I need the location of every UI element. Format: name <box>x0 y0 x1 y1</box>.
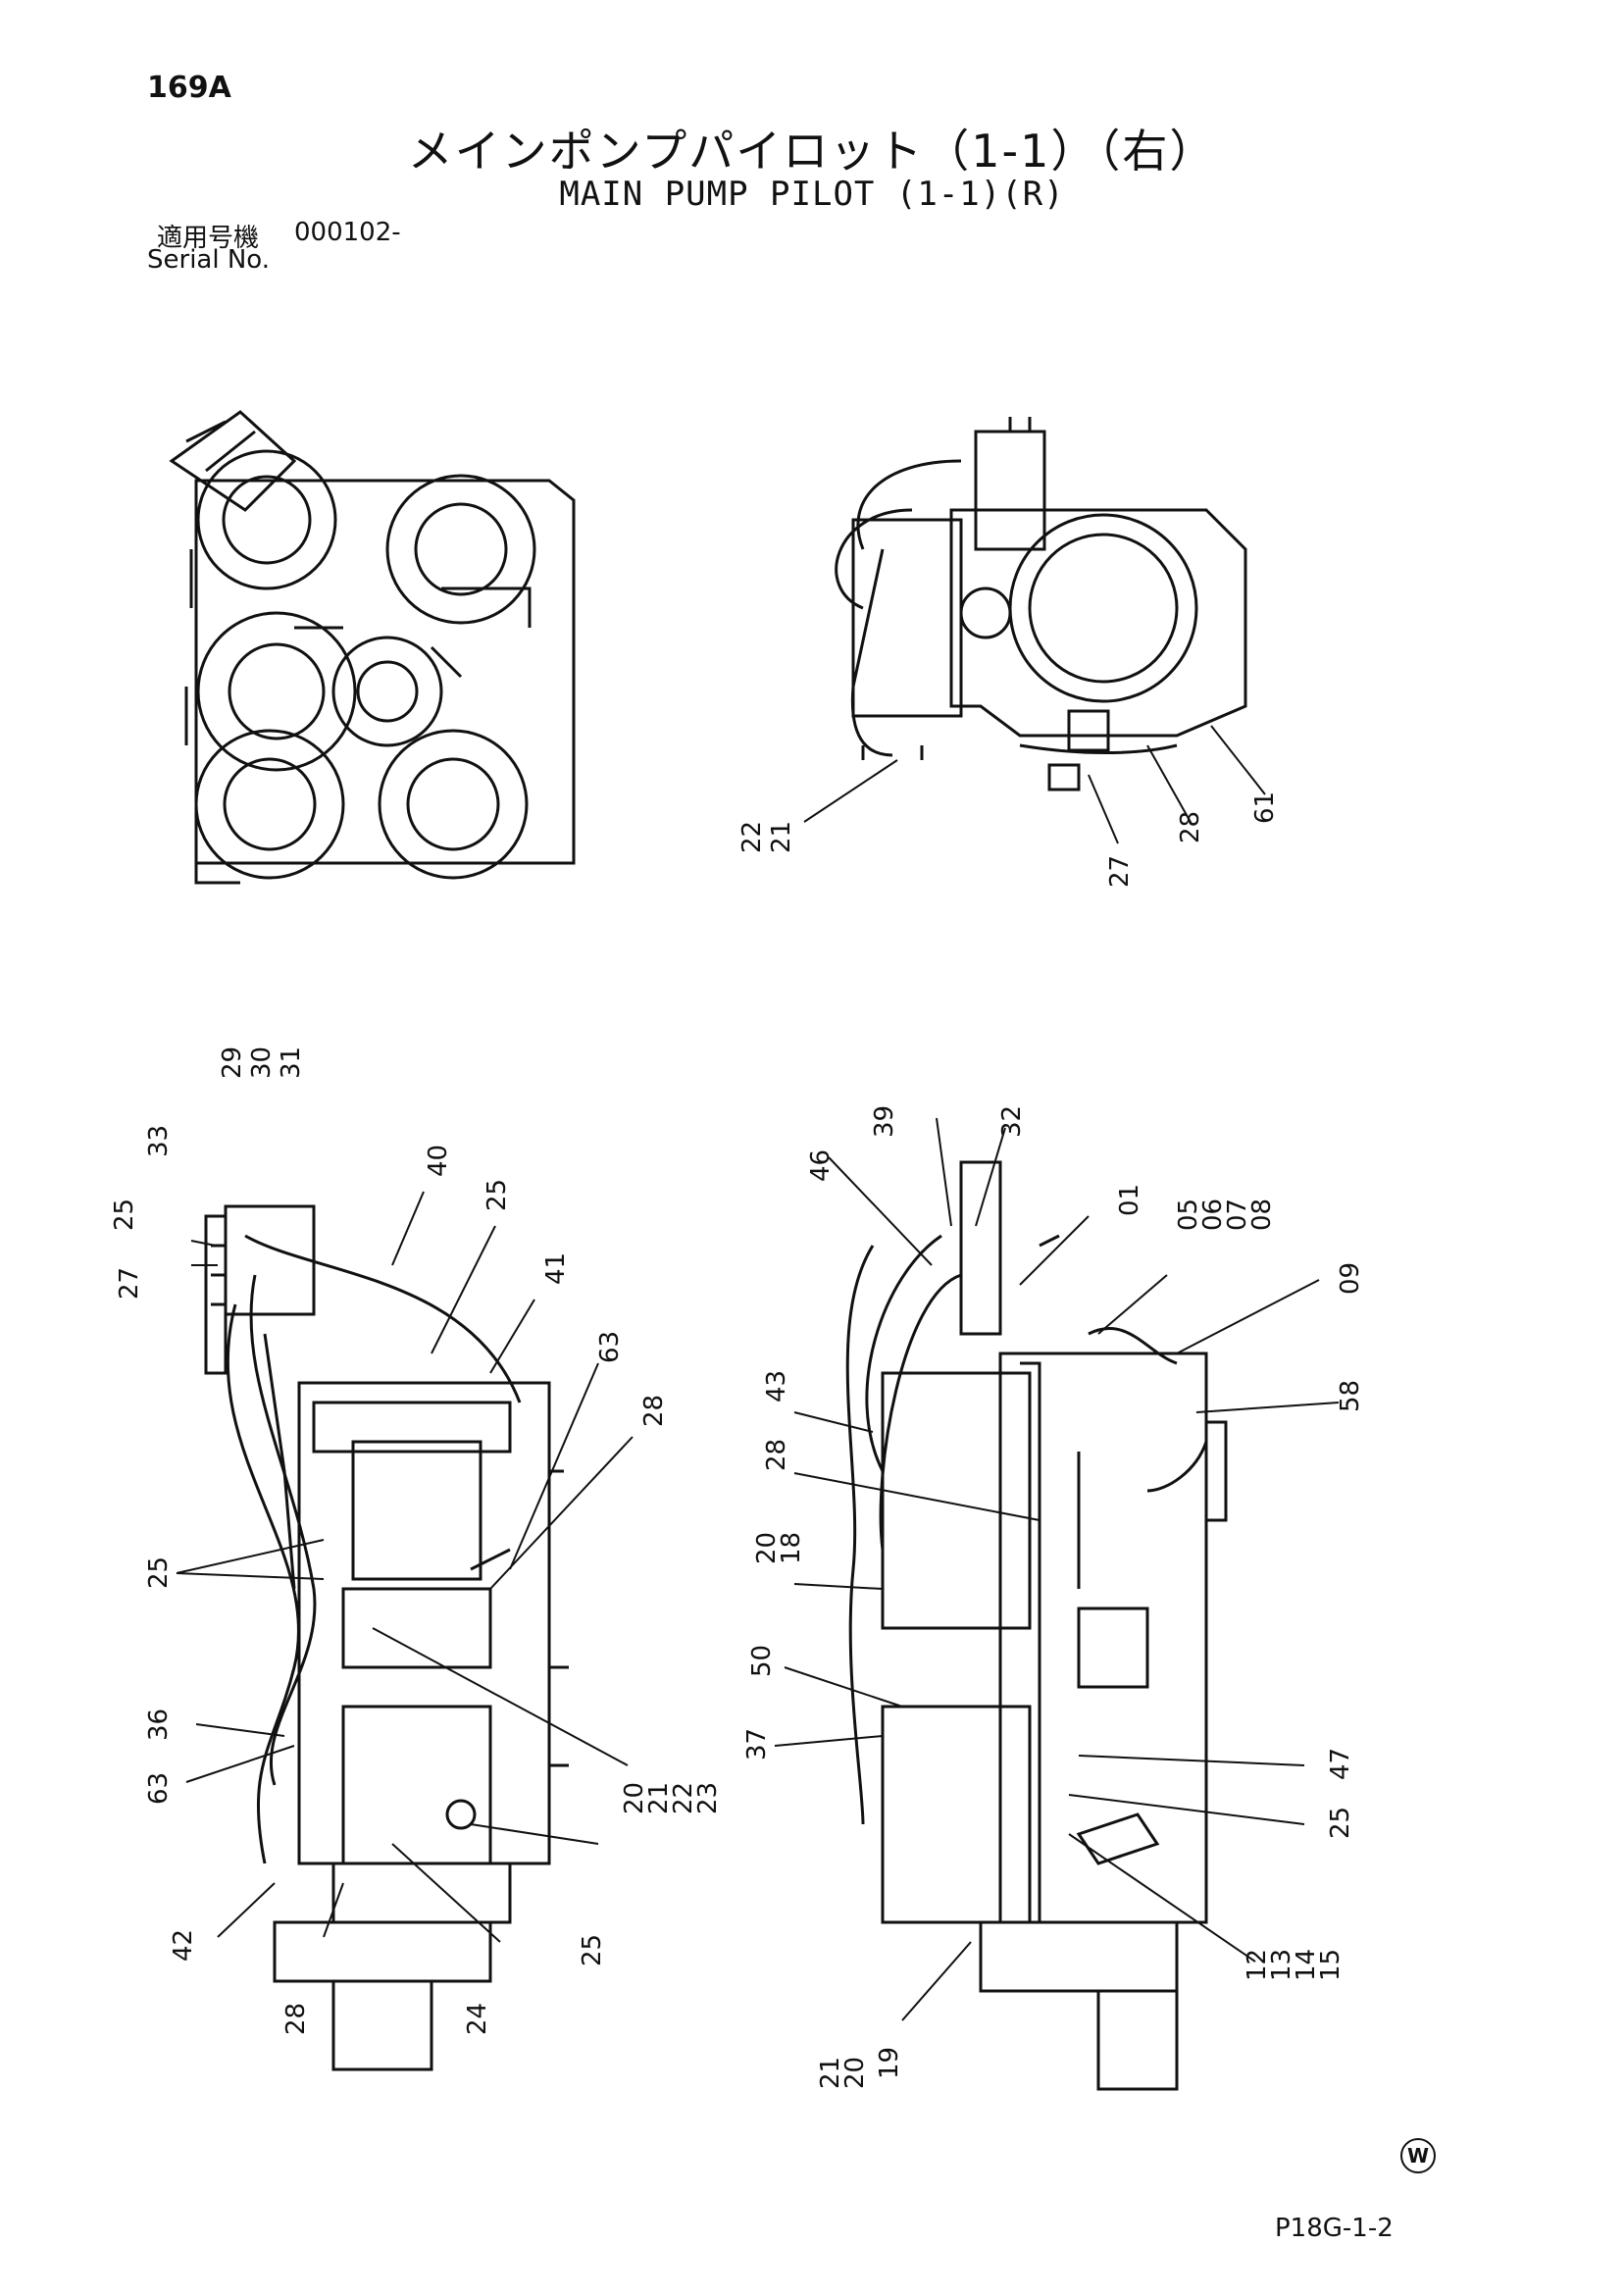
serial-value: 000102- <box>294 218 401 247</box>
callout-label: 25 <box>110 1199 139 1231</box>
callout-label: 28 <box>762 1439 791 1471</box>
callout-label: 20 <box>620 1782 649 1814</box>
callout-label: 32 <box>997 1105 1027 1138</box>
title-japanese: メインポンプパイロット（1-1）（右） <box>407 125 1217 178</box>
callout-label: 23 <box>693 1782 723 1814</box>
callout-label: 25 <box>578 1934 607 1966</box>
callout-label: 29 <box>218 1046 247 1079</box>
callout-label: 18 <box>777 1532 806 1564</box>
callout-label: 01 <box>1115 1184 1144 1216</box>
callout-label: 47 <box>1326 1748 1355 1780</box>
page-number: 169A <box>147 71 231 105</box>
top-left-view <box>169 410 576 885</box>
callout-label: 21 <box>767 821 796 853</box>
callouts-bottom-right: 46 39 32 01 05 06 07 08 09 58 43 28 20 1… <box>742 1105 1365 2089</box>
callout-label: 08 <box>1247 1199 1277 1231</box>
leader-lines <box>176 725 1340 2021</box>
callout-label: 30 <box>247 1046 277 1079</box>
callout-label: 36 <box>144 1709 174 1741</box>
callout-label: 40 <box>424 1145 453 1177</box>
callout-label: 19 <box>875 2047 904 2079</box>
callout-label: 12 <box>1243 1949 1272 1981</box>
callout-label: 21 <box>816 2057 845 2089</box>
callout-label: 33 <box>144 1125 174 1157</box>
callout-label: 14 <box>1292 1949 1321 1981</box>
callout-label: 37 <box>742 1728 772 1760</box>
callout-label: 15 <box>1316 1949 1345 1981</box>
callouts-top-right: 22 21 27 28 61 <box>737 791 1280 888</box>
callout-label: 31 <box>277 1046 306 1079</box>
callout-label: 09 <box>1336 1262 1365 1295</box>
callout-label: 22 <box>737 821 767 853</box>
callout-label: 25 <box>482 1179 512 1211</box>
callout-label: 41 <box>541 1252 571 1285</box>
callout-label: 06 <box>1198 1199 1228 1231</box>
callout-label: 43 <box>762 1370 791 1403</box>
callout-label: 27 <box>1105 855 1135 888</box>
callout-label: 07 <box>1223 1199 1252 1231</box>
callout-label: 42 <box>169 1929 198 1962</box>
callout-label: 61 <box>1250 791 1280 824</box>
callouts-bottom-left: 29 30 31 33 25 27 40 25 41 63 28 25 36 6… <box>110 1046 723 2035</box>
callout-label: 25 <box>1326 1807 1355 1839</box>
top-right-view <box>835 417 1247 791</box>
callout-label: 24 <box>463 2003 492 2035</box>
callout-label: 28 <box>639 1395 669 1427</box>
callout-label: 22 <box>669 1782 698 1814</box>
drawing-code: P18G-1-2 <box>1275 2214 1394 2243</box>
bottom-right-view <box>845 1160 1228 2091</box>
w-mark: W <box>1400 2138 1436 2173</box>
callout-label: 39 <box>870 1105 899 1138</box>
callout-label: 25 <box>144 1556 174 1589</box>
callout-label: 63 <box>144 1772 174 1805</box>
title-english: MAIN PUMP PILOT (1-1)(R) <box>559 175 1065 214</box>
callout-label: 27 <box>115 1267 144 1300</box>
callout-label: 50 <box>747 1645 777 1677</box>
callout-label: 13 <box>1267 1949 1296 1981</box>
callout-label: 58 <box>1336 1380 1365 1412</box>
callout-label: 46 <box>806 1149 836 1182</box>
callout-label: 20 <box>752 1532 782 1564</box>
callout-label: 05 <box>1174 1199 1203 1231</box>
serial-label-japanese: 適用号機 <box>157 224 260 253</box>
serial-label-english: Serial No. <box>147 245 270 275</box>
callout-label: 20 <box>840 2057 870 2089</box>
callout-label: 21 <box>644 1782 674 1814</box>
callout-label: 28 <box>1176 811 1205 843</box>
bottom-left-view <box>204 1204 569 2071</box>
callout-label: 63 <box>595 1331 625 1363</box>
callout-label: 28 <box>281 2003 311 2035</box>
